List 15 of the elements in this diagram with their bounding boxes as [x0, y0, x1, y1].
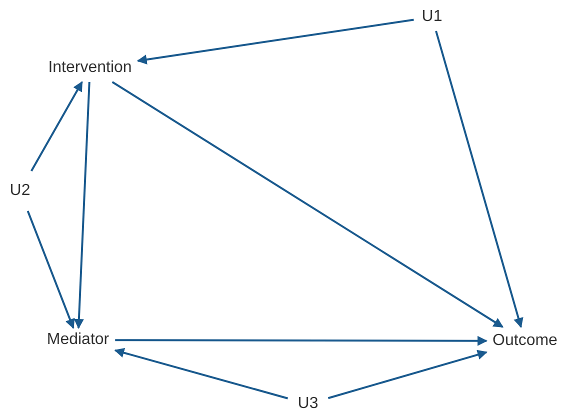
node-label: U2	[8, 181, 32, 201]
node-label: Mediator	[44, 330, 112, 350]
arrow	[114, 348, 288, 400]
arrow	[26, 210, 75, 329]
arrow	[30, 81, 83, 172]
arrow	[328, 350, 488, 400]
arrow	[112, 81, 504, 328]
node-label: Outcome	[490, 331, 560, 351]
arrow	[74, 82, 90, 329]
arrow	[435, 30, 524, 328]
node-label: U1	[420, 7, 444, 27]
node-label: Intervention	[46, 58, 134, 78]
node-label: U3	[296, 394, 320, 414]
arrow	[115, 336, 488, 346]
arrow	[136, 18, 414, 64]
